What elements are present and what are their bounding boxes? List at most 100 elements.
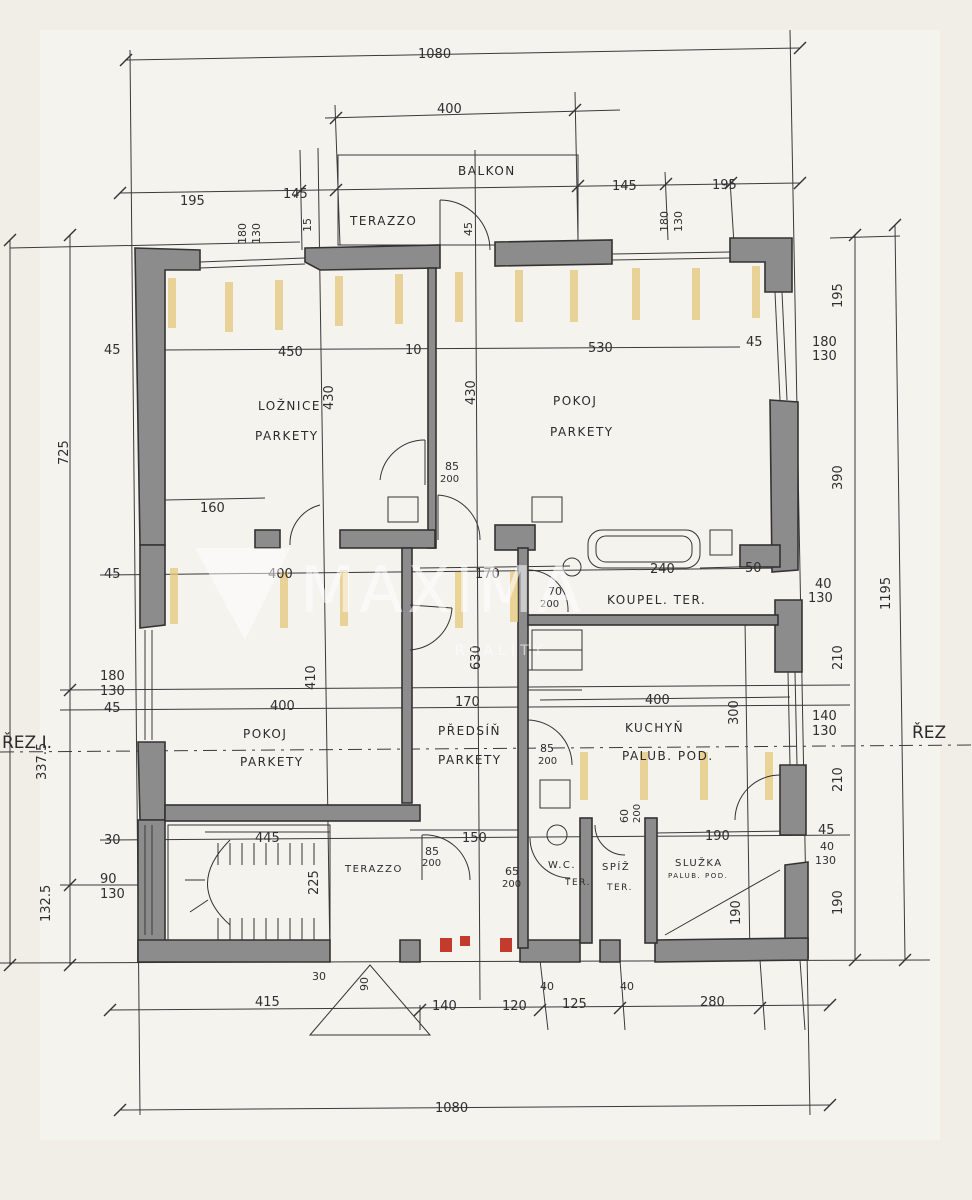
dim-left-180: 180 xyxy=(100,669,125,684)
dim-630: 630 xyxy=(469,645,484,670)
dim-bottom-140: 140 xyxy=(432,999,457,1014)
room-label-spiz-floor: TER. xyxy=(606,883,633,893)
dim-right-45a: 45 xyxy=(746,335,763,350)
wall-left-mid xyxy=(139,544,166,629)
wall-bottom-spiz xyxy=(599,939,621,963)
dim-left-725: 725 xyxy=(57,440,72,465)
wall-internal-wc-spiz xyxy=(579,817,593,944)
section-mark-right: ŘEZ xyxy=(912,721,946,743)
dim-right-180: 180 xyxy=(812,335,837,350)
room-labels: BALKON TERAZZO LOŽNICE PARKETY POKOJ PAR… xyxy=(2,164,946,893)
dim-190a: 190 xyxy=(705,829,730,844)
wall-internal-right xyxy=(739,544,781,568)
wall-internal-horizontal-1 xyxy=(164,804,421,822)
chimney-flues xyxy=(440,936,512,952)
wall-internal-vertical-2 xyxy=(401,547,413,804)
dim-door-85c: 85 xyxy=(425,845,439,858)
dim-300: 300 xyxy=(727,700,742,725)
dim-400c: 400 xyxy=(645,693,670,708)
wall-right-mid xyxy=(774,599,803,673)
dim-bottom-120: 120 xyxy=(502,999,527,1014)
room-label-koupel: KOUPEL. TER. xyxy=(607,593,706,607)
dim-400b: 400 xyxy=(270,699,295,714)
dim-door-200b: 200 xyxy=(538,756,557,767)
dim-window-130b: 130 xyxy=(672,211,685,232)
room-label-pokoj-top-floor: PARKETY xyxy=(550,425,614,439)
dim-left-1325: 132.5 xyxy=(39,885,54,922)
dim-left-90: 90 xyxy=(100,872,117,887)
dim-45v: 45 xyxy=(462,222,475,236)
dim-bottom-415: 415 xyxy=(255,995,280,1010)
wall-internal-chimney-3 xyxy=(494,524,536,551)
dim-door-70: 70 xyxy=(548,585,562,598)
dim-430b: 430 xyxy=(464,380,479,405)
dim-170a: 170 xyxy=(475,567,500,582)
wall-internal-vertical-1 xyxy=(427,267,437,549)
dim-225: 225 xyxy=(307,870,322,895)
dim-window-180b: 180 xyxy=(658,211,671,232)
room-label-loznice: LOŽNICE xyxy=(258,398,321,413)
dim-door-200a: 200 xyxy=(440,474,459,485)
room-label-spiz: SPÍŽ xyxy=(602,860,630,873)
watermark: MAXIMA REALITY xyxy=(195,548,585,659)
dim-50: 50 xyxy=(745,561,762,576)
room-label-terazzo-bottom: TERAZZO xyxy=(344,864,403,875)
room-label-predsin-floor: PARKETY xyxy=(438,753,502,767)
dim-160: 160 xyxy=(200,501,225,516)
dim-right-210a: 210 xyxy=(831,645,846,670)
dim-window-130a: 130 xyxy=(250,223,263,244)
section-mark-left: ŘEZ I. xyxy=(2,731,52,753)
wall-bottom-entry-left xyxy=(399,939,421,963)
dim-240: 240 xyxy=(650,562,675,577)
dim-15: 15 xyxy=(301,218,314,232)
wall-top-mid xyxy=(494,239,613,267)
dim-150: 150 xyxy=(462,831,487,846)
dim-445: 445 xyxy=(255,831,280,846)
wall-internal-chimney-1 xyxy=(254,529,281,549)
dim-left-130: 130 xyxy=(100,684,125,699)
dim-left-30: 30 xyxy=(104,833,121,848)
watermark-text: MAXIMA xyxy=(300,554,585,628)
dim-right-130d: 130 xyxy=(815,854,836,867)
wall-right-upper xyxy=(769,399,799,573)
dim-left-45a: 45 xyxy=(104,343,121,358)
dim-450: 450 xyxy=(278,345,303,360)
room-label-predsin: PŘEDSÍŇ xyxy=(438,723,501,738)
room-label-pokoj-top: POKOJ xyxy=(553,394,597,408)
room-label-sluzka: SLUŽKA xyxy=(675,856,723,869)
dim-right-140: 140 xyxy=(812,709,837,724)
dim-left-130b: 130 xyxy=(100,887,125,902)
dim-left-3375: 337.5 xyxy=(35,743,50,780)
dim-90: 90 xyxy=(358,977,371,991)
dim-bottom-40a: 40 xyxy=(540,980,554,993)
dim-left-45b: 45 xyxy=(104,567,121,582)
dim-door-200f: 200 xyxy=(632,804,643,823)
dim-bottom-40b: 40 xyxy=(620,980,634,993)
dim-right-390: 390 xyxy=(831,465,846,490)
room-label-loznice-floor: PARKETY xyxy=(255,429,319,443)
wall-top-left xyxy=(304,244,441,271)
room-label-pokoj-left-floor: PARKETY xyxy=(240,755,304,769)
dim-bottom-30: 30 xyxy=(312,970,326,983)
dim-bottom-280: 280 xyxy=(700,995,725,1010)
room-label-pokoj-left: POKOJ xyxy=(243,727,287,741)
room-label-kuchyn-floor: PALUB. POD. xyxy=(622,749,714,763)
staircase xyxy=(167,649,781,1036)
dim-right-210b: 210 xyxy=(831,767,846,792)
room-label-balkon: BALKON xyxy=(458,164,516,178)
watermark-subtext: REALITY xyxy=(455,643,547,659)
room-label-wc: W.C. xyxy=(548,860,576,871)
dimension-ticks xyxy=(3,41,912,1117)
windows xyxy=(144,251,798,935)
dim-10a: 10 xyxy=(405,343,422,358)
dim-window-180a: 180 xyxy=(236,223,249,244)
room-label-wc-floor: TER. xyxy=(564,878,591,888)
wall-internal-koupel xyxy=(527,614,779,626)
room-label-terazzo-top: TERAZZO xyxy=(349,214,417,228)
dim-top-145-left: 145 xyxy=(283,187,308,202)
wall-bottom-wc xyxy=(519,939,581,963)
dim-door-85a: 85 xyxy=(445,460,459,473)
dim-right-130c: 130 xyxy=(812,724,837,739)
dim-530: 530 xyxy=(588,341,613,356)
